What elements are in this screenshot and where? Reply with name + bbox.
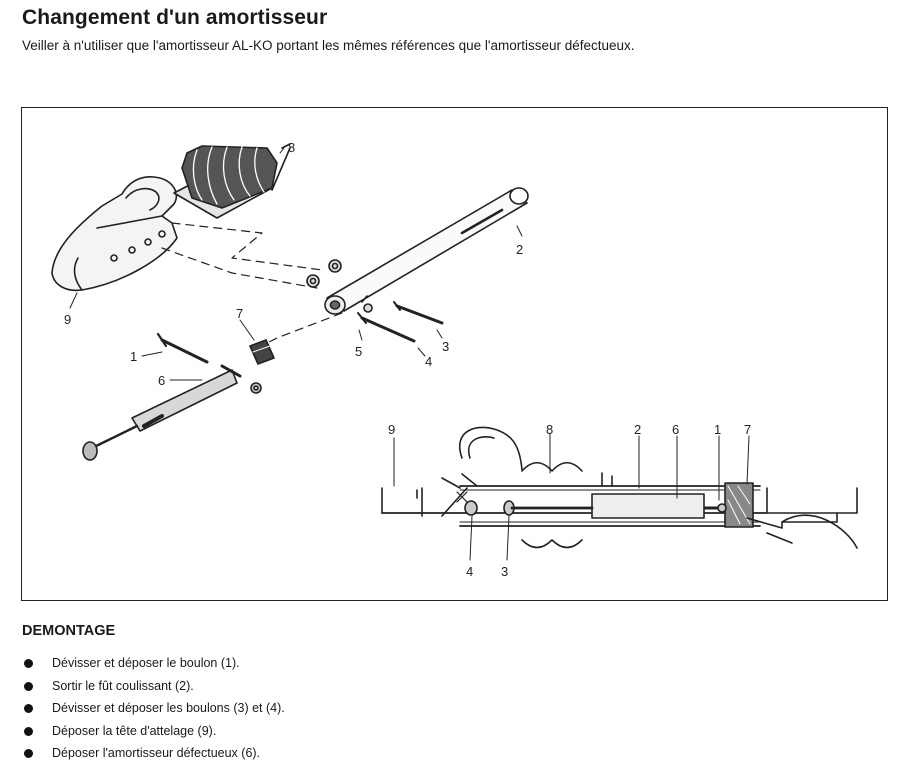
- bullet-icon: [24, 704, 33, 713]
- bullet-icon: [24, 726, 33, 736]
- sliding-tube-illustration: [324, 187, 529, 315]
- exploded-leader-lines: [69, 147, 523, 381]
- demontage-steps-list: Dévisser et déposer le boulon (1). Sorti…: [22, 652, 285, 765]
- callout-5: 5: [355, 344, 362, 359]
- page-subtitle: Veiller à n'utiliser que l'amortisseur A…: [22, 38, 635, 53]
- list-item: Déposer l'amortisseur défectueux (6).: [22, 742, 285, 765]
- figure-drawing: 8 2 9 7 1 6 5 4 3 9 8 2 6 1 7 4 3: [51, 140, 858, 579]
- section-callout-2: 2: [634, 422, 641, 437]
- section-callout-1: 1: [714, 422, 721, 437]
- callout-1: 1: [130, 349, 137, 364]
- section-heading-demontage: DEMONTAGE: [22, 623, 116, 639]
- callout-3: 3: [442, 339, 449, 354]
- bullet-icon: [24, 749, 33, 758]
- section-callout-9: 9: [388, 422, 395, 437]
- list-item: Déposer la tête d'attelage (9).: [22, 720, 285, 743]
- cross-section-illustration: [381, 426, 858, 561]
- list-item: Dévisser et déposer les boulons (3) et (…: [22, 697, 285, 720]
- bellows-illustration: [173, 143, 291, 219]
- section-callouts: 9 8 2 6 1 7 4 3: [388, 422, 751, 579]
- bolt-illustrations: [357, 301, 444, 343]
- step-text: Dévisser et déposer le boulon (1).: [52, 656, 240, 670]
- bullet-icon: [24, 681, 33, 691]
- callout-6: 6: [158, 373, 165, 388]
- section-callout-7: 7: [744, 422, 751, 437]
- step-text: Déposer la tête d'attelage (9).: [52, 723, 217, 738]
- callout-7: 7: [236, 306, 243, 321]
- callout-8: 8: [288, 140, 295, 155]
- callout-4: 4: [425, 354, 432, 369]
- step-text: Dévisser et déposer les boulons (3) et (…: [52, 701, 285, 715]
- list-item: Sortir le fût coulissant (2).: [22, 675, 285, 698]
- section-callout-3: 3: [501, 564, 508, 579]
- bolt-1-illustration: [156, 332, 209, 364]
- callout-9: 9: [64, 312, 71, 327]
- page-title: Changement d'un amortisseur: [22, 6, 328, 29]
- list-item: Dévisser et déposer le boulon (1).: [22, 652, 285, 675]
- section-callout-4: 4: [466, 564, 473, 579]
- bush-illustration: [249, 339, 275, 365]
- bullet-icon: [24, 659, 33, 668]
- callout-2: 2: [516, 242, 523, 257]
- step-text: Déposer l'amortisseur défectueux (6).: [52, 746, 261, 760]
- section-callout-6: 6: [672, 422, 679, 437]
- shock-absorber-illustration: [82, 364, 262, 461]
- coupling-head-illustration: [51, 176, 178, 292]
- technical-figure: 8 2 9 7 1 6 5 4 3 9 8 2 6 1 7 4 3: [21, 107, 888, 601]
- exploded-callouts: 8 2 9 7 1 6 5 4 3: [64, 140, 523, 388]
- step-text: Sortir le fût coulissant (2).: [52, 678, 194, 693]
- nut-illustrations: [306, 259, 342, 288]
- section-callout-8: 8: [546, 422, 553, 437]
